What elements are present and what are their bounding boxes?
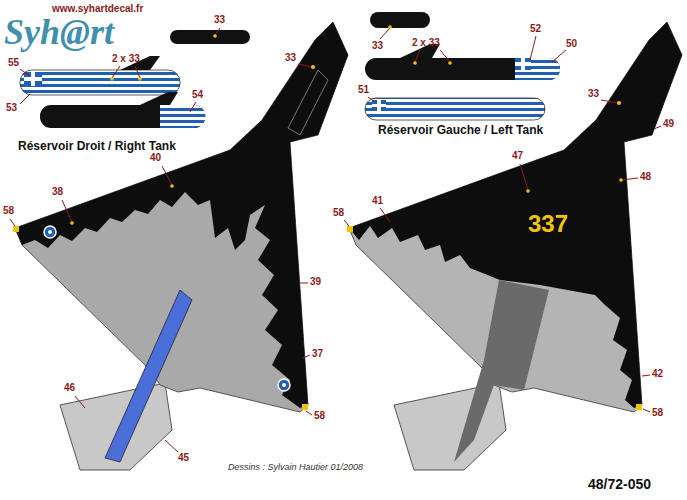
callout-number: 33 [372, 40, 383, 52]
cockpit [288, 70, 328, 135]
tank-heading: Réservoir Droit / Right Tank [18, 140, 176, 154]
wingtip-marking [636, 404, 642, 410]
flag-cross [515, 62, 531, 66]
callout-number: 37 [312, 348, 323, 360]
wingtip-marking [302, 404, 308, 410]
callout-number: 2 x 33 [412, 37, 440, 49]
flag-canton [515, 58, 531, 70]
black-camouflage [15, 22, 348, 408]
flag-cross [24, 77, 42, 81]
brand-logo: Syh@rt [4, 12, 114, 53]
callout-number: 48 [640, 171, 651, 183]
aircraft-other-view [347, 22, 682, 470]
aircraft-top-view [13, 22, 348, 470]
callout-number: 40 [150, 152, 161, 164]
callout-number: 46 [64, 382, 75, 394]
callout-number: 42 [652, 368, 663, 380]
tank-small [170, 30, 250, 44]
callout-number: 51 [358, 84, 369, 96]
callout-number: 55 [8, 57, 19, 69]
callout-number: 58 [333, 207, 344, 219]
callout-number: 33 [285, 52, 296, 64]
roundel [278, 379, 290, 391]
callout-number: 52 [530, 23, 541, 35]
callout-number: 41 [372, 195, 383, 207]
tank-black [365, 58, 560, 80]
roundel [44, 226, 56, 238]
callout-number: 39 [310, 276, 321, 288]
decal-dots [70, 25, 623, 225]
callout-number: 58 [652, 407, 663, 419]
callout-number: 54 [192, 89, 203, 101]
roundel [48, 230, 52, 234]
leader-lines [10, 28, 661, 452]
tank-flag [20, 70, 180, 95]
blue-fin [105, 290, 192, 462]
callout-number: 50 [566, 38, 577, 50]
callout-number: 58 [314, 410, 325, 422]
callout-number: 33 [588, 88, 599, 100]
wingtip-marking [13, 226, 19, 232]
callout-number: 49 [663, 118, 674, 130]
callout-number: 2 x 33 [112, 53, 140, 65]
credit-note: Dessins : Sylvain Hautier 01/2008 [228, 462, 363, 472]
callout-number: 33 [214, 14, 225, 26]
tank-heading: Réservoir Gauche / Left Tank [378, 124, 543, 138]
tank-fin [140, 92, 178, 105]
squadron-number: 337 [528, 210, 568, 238]
flag-cross [372, 104, 386, 107]
callout-number: 47 [512, 150, 523, 162]
callout-number: 38 [52, 186, 63, 198]
tank-flag [365, 98, 545, 120]
callout-number: 53 [6, 102, 17, 114]
tank-small [370, 12, 430, 28]
wingtip-marking [347, 226, 353, 232]
fuselage-underside [454, 280, 549, 462]
tank-stripes [160, 105, 206, 128]
tank-black [40, 105, 205, 128]
roundel [282, 383, 286, 387]
callout-number: 58 [3, 205, 14, 217]
black-camouflage [349, 22, 682, 408]
aircraft-silhouette [15, 22, 348, 412]
sheet-reference: 48/72-050 [588, 476, 651, 492]
left-tank-views [365, 12, 560, 120]
callout-number: 45 [178, 452, 189, 464]
